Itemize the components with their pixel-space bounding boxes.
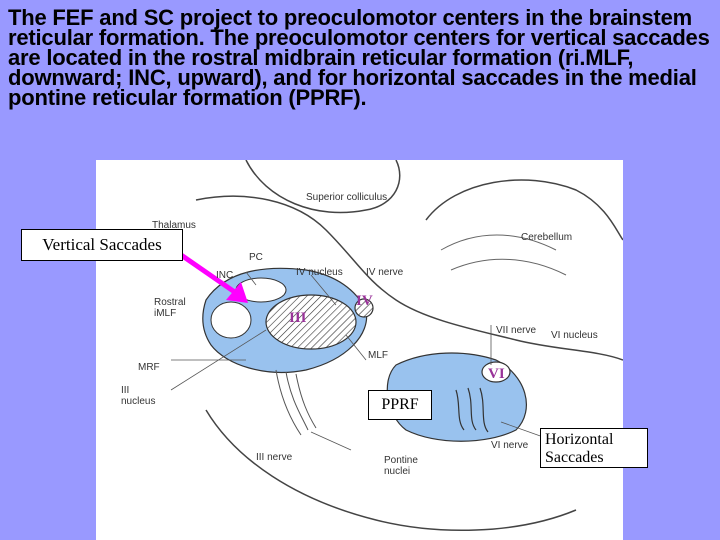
label-mrf: MRF	[138, 362, 160, 373]
pprf-box: PPRF	[368, 390, 432, 420]
arrowhead	[226, 282, 248, 303]
brainstem-diagram: Superior colliculus Thalamus Cerebellum …	[96, 160, 623, 540]
pprf-fibers	[455, 387, 489, 433]
label-vii-nerve: VII nerve	[496, 325, 537, 336]
label-thalamus: Thalamus	[152, 220, 196, 231]
label-cerebellum: Cerebellum	[521, 232, 573, 243]
label-superior-colliculus: Superior colliculus	[306, 192, 388, 203]
label-pc: PC	[249, 252, 263, 263]
numeral-vi: VI	[488, 366, 505, 382]
iv-nucleus-shape	[354, 298, 374, 318]
folia-lines	[440, 234, 567, 276]
label-iii-nucleus: III nucleus	[121, 385, 156, 407]
label-pontine-nuclei: Pontine nuclei	[384, 455, 418, 477]
iii-nerve-fibers	[275, 369, 317, 436]
rostral-imlf-shape	[210, 301, 252, 339]
label-iii-nerve: III nerve	[256, 452, 293, 463]
brainstem-outline	[195, 195, 623, 361]
label-iv-nerve: IV nerve	[366, 267, 404, 278]
colliculus-outline	[245, 160, 401, 214]
vi-nucleus-shape	[481, 361, 511, 383]
slide-title: The FEF and SC project to preoculomotor …	[8, 5, 710, 110]
horizontal-saccades-box: Horizontal Saccades	[540, 428, 648, 468]
ventral-outline	[205, 409, 577, 531]
label-vi-nerve: VI nerve	[491, 440, 529, 451]
numeral-iv: IV	[356, 293, 373, 309]
numeral-iii: III	[289, 310, 307, 326]
label-vi-nucleus: VI nucleus	[551, 330, 598, 341]
vertical-saccades-box: Vertical Saccades	[21, 229, 183, 261]
label-mlf: MLF	[368, 350, 388, 361]
label-rostral-imlf: Rostral iMLF	[154, 297, 186, 319]
label-inc: INC	[216, 270, 234, 281]
label-iv-nucleus: IV nucleus	[296, 267, 343, 278]
brainstem-drawing	[169, 160, 623, 531]
cerebellum-outline	[425, 179, 623, 241]
iii-nucleus-shape	[265, 294, 357, 350]
